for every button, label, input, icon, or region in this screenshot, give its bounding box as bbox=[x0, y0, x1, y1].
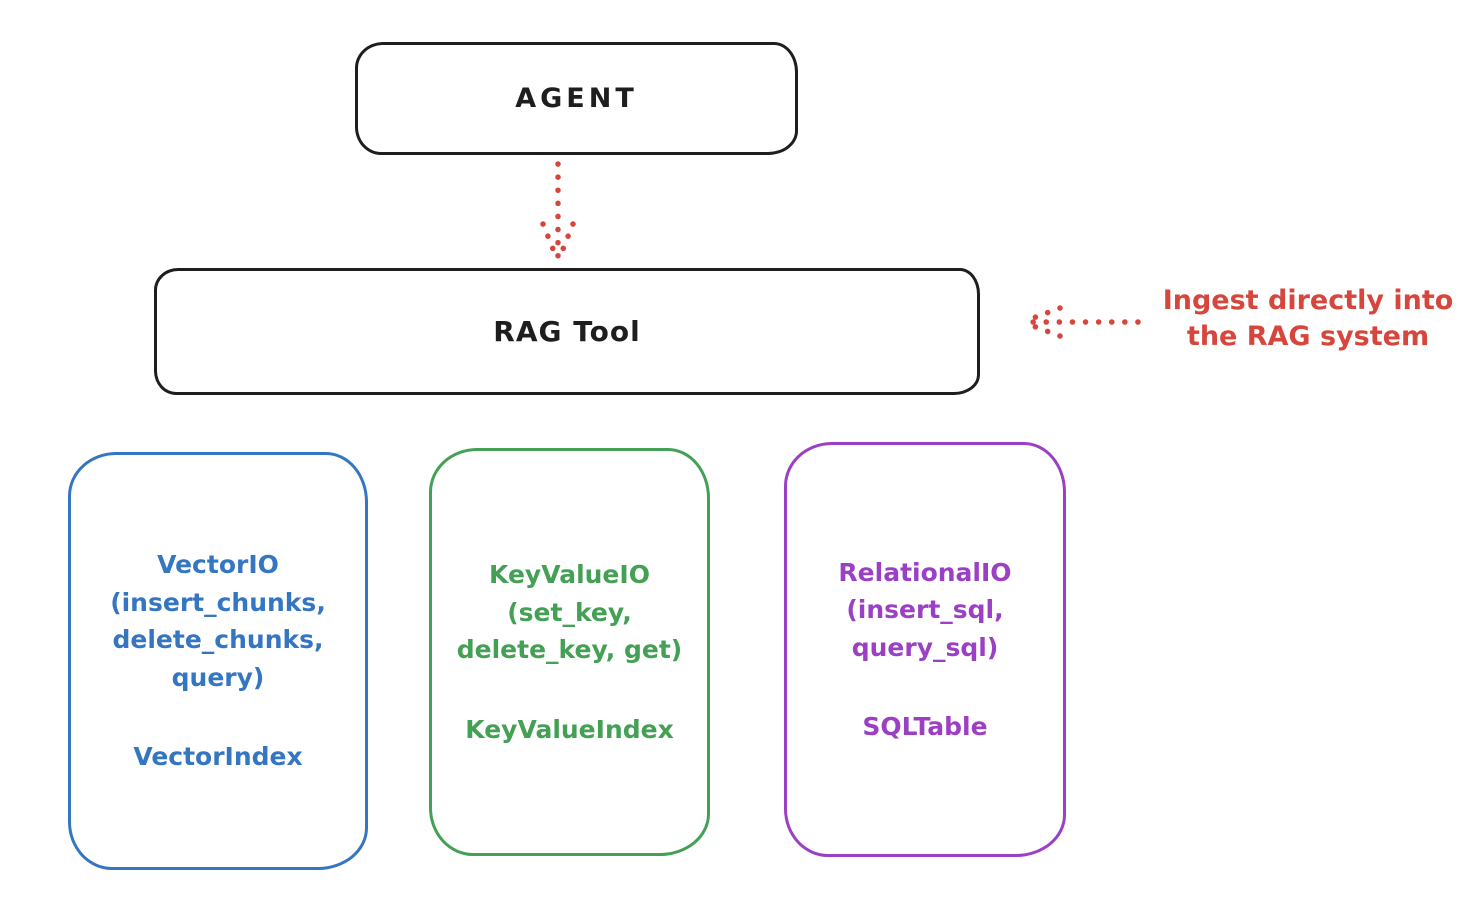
keyvalue-io-subtitle: KeyValueIndex bbox=[465, 714, 674, 744]
rag-tool-node: RAG Tool bbox=[154, 268, 980, 395]
vector-io-title: VectorIO (insert_chunks, delete_chunks, … bbox=[110, 550, 326, 692]
relational-io-title: RelationalIO (insert_sql, query_sql) bbox=[838, 557, 1012, 662]
arrow-down-icon bbox=[540, 161, 576, 262]
arrow-left-icon bbox=[1022, 305, 1141, 339]
agent-label: AGENT bbox=[515, 83, 638, 114]
keyvalue-io-node: KeyValueIO (set_key, delete_key, get) Ke… bbox=[429, 448, 710, 856]
rag-tool-label: RAG Tool bbox=[493, 315, 641, 348]
keyvalue-io-title: KeyValueIO (set_key, delete_key, get) bbox=[456, 560, 683, 664]
vector-io-node: VectorIO (insert_chunks, delete_chunks, … bbox=[68, 452, 368, 870]
agent-node: AGENT bbox=[355, 42, 798, 155]
relational-io-subtitle: SQLTable bbox=[862, 712, 988, 741]
vector-io-subtitle: VectorIndex bbox=[133, 742, 303, 772]
ingest-annotation: Ingest directly into the RAG system bbox=[1162, 285, 1454, 352]
relational-io-node: RelationalIO (insert_sql, query_sql) SQL… bbox=[784, 442, 1066, 857]
